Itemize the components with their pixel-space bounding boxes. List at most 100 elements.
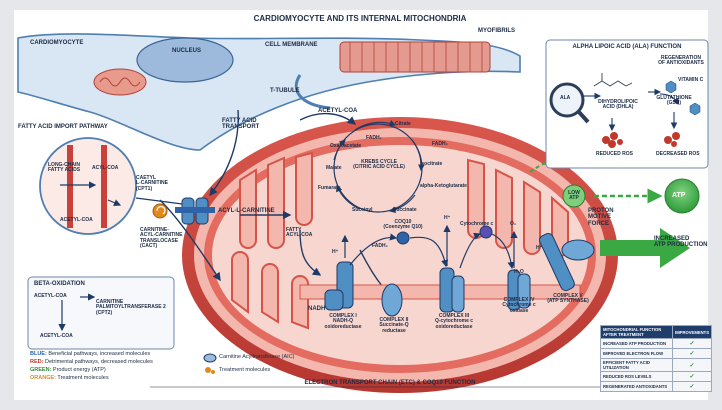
label-fatty-acyl-coa: FATTY ACYL-COA: [286, 228, 312, 239]
krebs-isocitrate: Isocitrate: [420, 162, 442, 167]
krebs-fadh2-b: FADH₂: [432, 142, 448, 147]
table-row: EFFICIENT FATTY ACID UTILIZATION ✓: [601, 359, 712, 372]
label-acyl-l-carnitine: ACYL-L-CARNITINE: [218, 208, 275, 214]
beta-ox-acetyl-coa-out: ACETYL-COA: [40, 334, 73, 339]
label-fadh2-etc: FADH₂: [372, 244, 388, 249]
label-complex-v: COMPLEX V (ATP SYNTHASE): [540, 294, 596, 305]
diagram-title: CARDIOMYOCYTE AND ITS INTERNAL MITOCHOND…: [230, 15, 490, 23]
label-h2o: H₂O: [514, 270, 524, 275]
legend-item-blue: BLUE: Beneficial pathways, increased mol…: [30, 352, 150, 358]
label-nucleus: NUCLEUS: [172, 48, 201, 54]
table-row: INCREASED ATP PRODUCTION ✓: [601, 339, 712, 349]
table-row: IMPROVED ELECTRON FLOW ✓: [601, 349, 712, 359]
label-low-atp: LOW ATP: [564, 191, 584, 202]
label-h-plus-1: H⁺: [332, 250, 338, 255]
label-complex-ii: COMPLEX II Succinate-Q reductase: [370, 318, 418, 334]
table-header-improvements: IMPROVEMENTS: [673, 326, 712, 339]
legend-alc-text: Carnitine Acyltransferase (AIC): [219, 355, 295, 361]
krebs-succinyl: Succinyl: [352, 208, 373, 213]
check-icon: ✓: [673, 359, 712, 372]
legend-treatment-text: Treatment molecules: [219, 368, 270, 374]
treatment-legend-symbol-small: [211, 370, 215, 374]
table-row: REDUCED ROS LEVELS ✓: [601, 372, 712, 382]
fa-import-acyl-coa: ACYL-COA: [92, 166, 118, 171]
label-atp: ATP: [672, 192, 685, 199]
fa-import-long-chain: LONG-CHAIN FATTY ACIDS: [48, 163, 80, 174]
table-cell-function: EFFICIENT FATTY ACID UTILIZATION: [601, 359, 673, 372]
beta-ox-title: BETA-OXIDATION: [34, 281, 85, 287]
fa-import-title: FATTY ACID IMPORT PATHWAY: [18, 124, 108, 130]
label-acetyl-coa-top: ACETYL-COA: [318, 108, 357, 114]
krebs-fadh2-a: FADH₂: [366, 136, 382, 141]
ala-dhla: DIHYDROLIPOIC ACID (DHLA): [596, 100, 640, 111]
legend-item-orange: ORANGE: Treatment molecules: [30, 376, 109, 382]
coq10-molecule: [397, 232, 409, 244]
ala-decreased-ros: DECREASED ROS: [656, 152, 700, 157]
label-cell-membrane: CELL MEMBRANE: [265, 42, 318, 48]
check-icon: ✓: [673, 349, 712, 359]
label-coq10: COQ10 (Coenzyme Q10): [383, 220, 423, 231]
beta-ox-cpt2: CARNITINE PALMITOYLTRANSFERASE 2 (CPT2): [96, 300, 166, 316]
alc-legend-symbol: [204, 354, 216, 362]
ala-label: ALA: [560, 96, 570, 101]
myofibrils-bundle: [340, 42, 490, 72]
label-proton-motive-force: PROTON MOTIVE FORCE: [588, 208, 614, 227]
complex-ii: [382, 284, 402, 316]
krebs-citrate: Citrate: [395, 122, 411, 127]
legend-key-red: RED:: [30, 359, 43, 365]
treatment-results-table: MITOCHONDRIAL FUNCTION AFTER TREATMENT I…: [600, 325, 712, 392]
ala-vitamin-c: VITAMIN C: [678, 78, 703, 83]
legend: BLUE: Beneficial pathways, increased mol…: [30, 352, 200, 392]
label-fatty-acid-transport: FATTY ACID TRANSPORT: [222, 118, 259, 131]
label-etc-footer: ELECTRON TRANSPORT CHAIN (ETC) & COQ10 F…: [260, 380, 520, 386]
table-row: REGENERATED ANTIOXIDANTS ✓: [601, 382, 712, 392]
table-header-function: MITOCHONDRIAL FUNCTION AFTER TREATMENT: [601, 326, 673, 339]
ala-regen: REGENERATION OF ANTIOXIDANTS: [654, 56, 708, 67]
table-cell-function: REGENERATED ANTIOXIDANTS: [601, 382, 673, 392]
treatment-legend-symbol: [205, 367, 211, 373]
nucleus: [137, 38, 233, 82]
ala-reduced-ros: REDUCED ROS: [596, 152, 633, 157]
legend-text-orange: Treatment molecules: [57, 375, 108, 381]
legend-text-blue: Beneficial pathways, increased molecules: [48, 351, 150, 357]
legend-key-blue: BLUE:: [30, 351, 47, 357]
legend-key-green: GREEN:: [30, 367, 51, 373]
legend-text-red: Detrimental pathways, decreased molecule…: [45, 359, 153, 365]
table-header-row: MITOCHONDRIAL FUNCTION AFTER TREATMENT I…: [601, 326, 712, 339]
label-cytochrome-c: Cytochrome c: [460, 222, 493, 227]
krebs-oxaloacetate: Oxaloacetate: [330, 144, 361, 149]
fa-import-acetyl-coa: ACETYL-COA: [60, 218, 93, 223]
table-cell-function: INCREASED ATP PRODUCTION: [601, 339, 673, 349]
label-complex-i: COMPLEX I NADH-Q oxidoreductase: [318, 314, 368, 330]
krebs-fumarate: Fumarate: [318, 186, 341, 191]
label-h-plus-3: H⁺: [536, 246, 542, 251]
label-nadh: NADH: [308, 306, 325, 312]
fa-import-cpt1: CAETYL L-CARNITINE (CPT1): [136, 176, 168, 192]
label-complex-iii: COMPLEX III Q-cytochrome c oxidoreductas…: [426, 314, 482, 330]
label-increased-atp-production: INCREASED ATP PRODUCTION: [654, 236, 707, 249]
fa-import-cact: CARNITINE- ACYL-CARNITINE TRANSLOCASE (C…: [140, 228, 183, 249]
table-cell-function: IMPROVED ELECTRON FLOW: [601, 349, 673, 359]
label-complex-iv: COMPLEX IV Cytochrome c oxidase: [494, 298, 544, 314]
label-h-plus-2: H⁺: [444, 216, 450, 221]
ala-glutathione: GLUTATHIONE (GSH): [654, 96, 694, 107]
label-o2: O₂: [510, 222, 516, 227]
krebs-title: KREBS CYCLE (CITRIC ACID CYCLE): [352, 160, 406, 171]
cytochrome-c-molecule: [480, 226, 492, 238]
legend-item-green: GREEN: Product energy (ATP): [30, 368, 106, 374]
legend-text-green: Product energy (ATP): [53, 367, 106, 373]
ala-title: ALPHA LIPOIC ACID (ALA) FUNCTION: [548, 44, 706, 50]
legend-item-red: RED: Detrimental pathways, decreased mol…: [30, 360, 153, 366]
label-cardiomyocyte: CARDIOMYOCYTE: [30, 40, 83, 46]
table-cell-function: REDUCED ROS LEVELS: [601, 372, 673, 382]
krebs-malate: Malate: [326, 166, 342, 171]
check-icon: ✓: [673, 339, 712, 349]
krebs-alpha-kg: alpha-Ketoglutarate: [420, 184, 467, 189]
label-t-tubule: T-TUBULE: [270, 88, 300, 94]
check-icon: ✓: [673, 382, 712, 392]
label-myofibrils: MYOFIBRILS: [478, 28, 515, 34]
legend-key-orange: ORANGE:: [30, 375, 56, 381]
check-icon: ✓: [673, 372, 712, 382]
krebs-succinate: Succinate: [393, 208, 417, 213]
